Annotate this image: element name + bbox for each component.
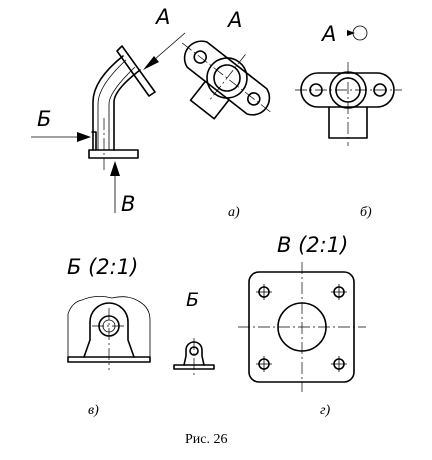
pipe-elbow — [88, 45, 156, 172]
arrow-b-label: Б — [37, 107, 51, 131]
rotation-circle-icon — [347, 25, 368, 41]
view-g-caption: г) — [320, 403, 330, 418]
view-v-caption: в) — [88, 403, 99, 418]
view-v-drawing — [67, 296, 151, 370]
view-v-small-label: Б — [186, 289, 199, 311]
view-g-label: В (2:1) — [277, 233, 348, 257]
view-v-label: Б (2:1) — [67, 255, 138, 279]
arrow-a-label: A — [154, 5, 170, 29]
view-a-drawing — [181, 40, 273, 120]
view-b-caption: б) — [360, 205, 372, 220]
view-a-caption: а) — [228, 205, 240, 220]
arrow-v: В — [110, 161, 135, 216]
view-v-small-drawing — [173, 338, 215, 376]
view-g-drawing — [238, 262, 366, 392]
arrow-v-label: В — [121, 192, 135, 216]
view-b-label: A — [320, 22, 336, 46]
view-a-label: A — [226, 8, 242, 32]
arrow-b: Б — [31, 107, 91, 142]
view-b-header: A — [320, 22, 368, 46]
arrow-a: A — [143, 5, 186, 70]
view-b-drawing — [295, 62, 402, 146]
figure-caption: Рис. 26 — [185, 432, 228, 447]
